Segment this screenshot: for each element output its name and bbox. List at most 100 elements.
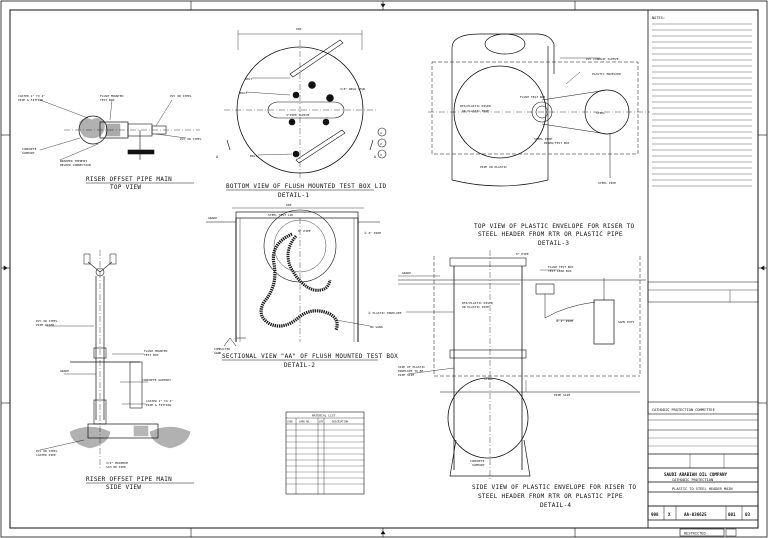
svg-text:NO SAND: NO SAND xyxy=(370,325,383,329)
drawing-number: AA-036625 xyxy=(684,512,707,517)
svg-text:WELDED CONNECTION: WELDED CONNECTION xyxy=(60,163,91,167)
svg-text:GRADE: GRADE xyxy=(208,216,217,220)
drawing-description: PLASTIC TO STEEL HEADER MAIN xyxy=(672,487,733,491)
svg-text:PLASTIC ENVELOPE: PLASTIC ENVELOPE xyxy=(592,72,621,76)
svg-text:PIPE SIZE: PIPE SIZE xyxy=(398,373,414,377)
svg-text:FLUSH TEST BOX: FLUSH TEST BOX xyxy=(520,95,545,99)
svg-text:SAMS NO.: SAMS NO. xyxy=(299,421,311,424)
svg-text:STEEL PIPE: STEEL PIPE xyxy=(534,137,552,141)
svg-text:RTR/PLASTIC RISER: RTR/PLASTIC RISER xyxy=(462,301,493,305)
caption-detail-3-b: STEEL HEADER FROM RTR OR PLASTIC PIPE xyxy=(478,231,623,238)
svg-text:SUPPORT: SUPPORT xyxy=(472,463,485,467)
svg-text:600: 600 xyxy=(296,27,302,31)
svg-text:STEEL: STEEL xyxy=(484,377,493,381)
svg-text:ENVELOPE TO BE: ENVELOPE TO BE xyxy=(398,369,423,373)
detail-2-sectional xyxy=(206,207,380,347)
svg-text:CODE: CODE xyxy=(287,421,293,424)
svg-text:TEST LEAD BOX: TEST LEAD BOX xyxy=(548,269,572,273)
svg-text:A: A xyxy=(216,155,218,159)
caption-detail-4: SIDE VIEW OF PLASTIC ENVELOPE FOR RISER … xyxy=(472,484,636,491)
caption-riser-side: RISER OFFSET PIPE MAIN xyxy=(86,476,172,483)
notes-title: NOTES: xyxy=(652,16,665,20)
detail-3-labels: PVC CONDUIT SLEEVE PLASTIC ENVELOPE RTR/… xyxy=(460,57,634,247)
department: CATHODIC PROTECTION xyxy=(672,478,713,482)
svg-text:PVC CONDUIT SLEEVE: PVC CONDUIT SLEEVE xyxy=(586,57,619,61)
title-block xyxy=(647,10,759,537)
svg-text:TEST BOX: TEST BOX xyxy=(100,98,115,102)
riser-offset-top-view xyxy=(39,99,200,161)
detail-1-lid xyxy=(224,30,387,180)
svg-text:① PLASTIC ENVELOPE: ① PLASTIC ENVELOPE xyxy=(368,311,402,315)
svg-text:② 2" PIPE: ② 2" PIPE xyxy=(556,319,573,323)
svg-text:COATED 2" TO 4": COATED 2" TO 4" xyxy=(146,399,173,403)
svg-text:3: 3 xyxy=(380,153,382,157)
svg-text:① 6" PIPE: ① 6" PIPE xyxy=(364,231,381,235)
svg-text:SCH 80 PIPE: SCH 80 PIPE xyxy=(106,465,126,469)
caption-detail-3: TOP VIEW OF PLASTIC ENVELOPE FOR RISER T… xyxy=(474,223,634,230)
svg-text:BOLT: BOLT xyxy=(245,77,252,81)
svg-text:GRADE: GRADE xyxy=(402,271,411,275)
index-number: 998 xyxy=(651,512,659,517)
svg-text:2: 2 xyxy=(380,142,382,146)
svg-text:STEEL: STEEL xyxy=(596,111,605,115)
svg-text:OR PLASTIC PIPE: OR PLASTIC PIPE xyxy=(462,305,489,309)
material-list-table xyxy=(285,411,365,495)
svg-text:3/8" WELD STUD: 3/8" WELD STUD xyxy=(340,87,365,91)
inner-border xyxy=(9,9,759,529)
svg-text:CONCRETE: CONCRETE xyxy=(470,459,485,463)
sheet-number: 001 xyxy=(728,512,736,517)
svg-text:WRAPPED THERMIT: WRAPPED THERMIT xyxy=(60,159,87,163)
svg-text:STEEL TEST LID: STEEL TEST LID xyxy=(268,213,293,217)
notes-text-lines xyxy=(652,23,752,187)
caption-detail-2-sub: DETAIL-2 xyxy=(284,362,315,369)
caption-riser-side-sub: SIDE VIEW xyxy=(106,484,141,491)
svg-text:BOLT: BOLT xyxy=(240,91,247,95)
svg-text:OR PLASTIC PIPE: OR PLASTIC PIPE xyxy=(462,109,489,113)
svg-text:PVC OR STEEL: PVC OR STEEL xyxy=(36,449,58,453)
svg-text:CONCRETE SUPPORT: CONCRETE SUPPORT xyxy=(142,378,171,382)
svg-text:SIZE OF PLASTIC: SIZE OF PLASTIC xyxy=(398,365,425,369)
caption-riser-top-sub: TOP VIEW xyxy=(110,184,141,191)
svg-text:6" PIPE: 6" PIPE xyxy=(298,229,311,233)
caption-detail-4-sub: DETAIL-4 xyxy=(540,502,571,509)
riser-offset-side-view xyxy=(39,250,191,470)
svg-text:STEEL PIPE: STEEL PIPE xyxy=(598,181,616,185)
svg-text:DESCRIPTION: DESCRIPTION xyxy=(332,421,348,424)
svg-text:FLUSH TEST BOX: FLUSH TEST BOX xyxy=(548,265,573,269)
svg-text:4"PIPE SLEEVE: 4"PIPE SLEEVE xyxy=(286,113,310,117)
caption-detail-4-b: STEEL HEADER FROM RTR OR PLASTIC PIPE xyxy=(478,493,623,500)
drawing-code: X xyxy=(668,512,671,517)
riser-top-view-labels: COATED 2" TO 4"PIPE & FITTING FLUSH MOUN… xyxy=(18,94,202,191)
svg-text:FLUSH MOUNTED: FLUSH MOUNTED xyxy=(100,94,124,98)
detail-4-envelope-side xyxy=(398,250,646,480)
svg-text:PIPE OR PLASTIC: PIPE OR PLASTIC xyxy=(480,165,507,169)
material-list-labels: MATERIAL LIST CODE SAMS NO. QTY DESCRIPT… xyxy=(287,414,348,424)
committee-name: CATHODIC PROTECTION COMMITTEE xyxy=(652,408,715,412)
detail-3-envelope-top xyxy=(428,33,650,187)
svg-text:A: A xyxy=(374,155,376,159)
svg-text:PIPE & FITTING: PIPE & FITTING xyxy=(18,98,43,102)
svg-text:PVC OR STEEL: PVC OR STEEL xyxy=(170,94,192,98)
detail-2-labels: 600 STEEL TEST LID GRADE 6" PIPE ① 6" PI… xyxy=(208,203,398,369)
svg-text:SAMS POTS: SAMS POTS xyxy=(618,320,634,324)
svg-text:BOLT: BOLT xyxy=(250,154,257,158)
revision-number: 03 xyxy=(745,512,751,517)
svg-text:SUPPORT: SUPPORT xyxy=(22,151,35,155)
svg-text:FLUSH MOUNTED: FLUSH MOUNTED xyxy=(144,349,168,353)
svg-text:600: 600 xyxy=(286,203,292,207)
svg-text:QTY: QTY xyxy=(319,421,324,424)
svg-text:PIPE SIZE: PIPE SIZE xyxy=(554,393,570,397)
title-block-text: NOTES: CATHODIC PROTECTION COMMITTEE SAU… xyxy=(651,16,751,536)
svg-text:3/4" MINIMUM: 3/4" MINIMUM xyxy=(106,461,128,465)
detail-1-labels: 600 BOLT BOLT 3/8" WELD STUD 4"PIPE SLEE… xyxy=(216,27,386,199)
svg-text:RTR/PLASTIC RISER: RTR/PLASTIC RISER xyxy=(460,104,491,108)
svg-text:COATED PIPE: COATED PIPE xyxy=(36,453,56,457)
caption-detail-1-sub: DETAIL-1 xyxy=(278,192,309,199)
caption-detail-2: SECTIONAL VIEW "AA" OF FLUSH MOUNTED TES… xyxy=(222,353,398,360)
svg-text:TEST BOX: TEST BOX xyxy=(144,353,159,357)
